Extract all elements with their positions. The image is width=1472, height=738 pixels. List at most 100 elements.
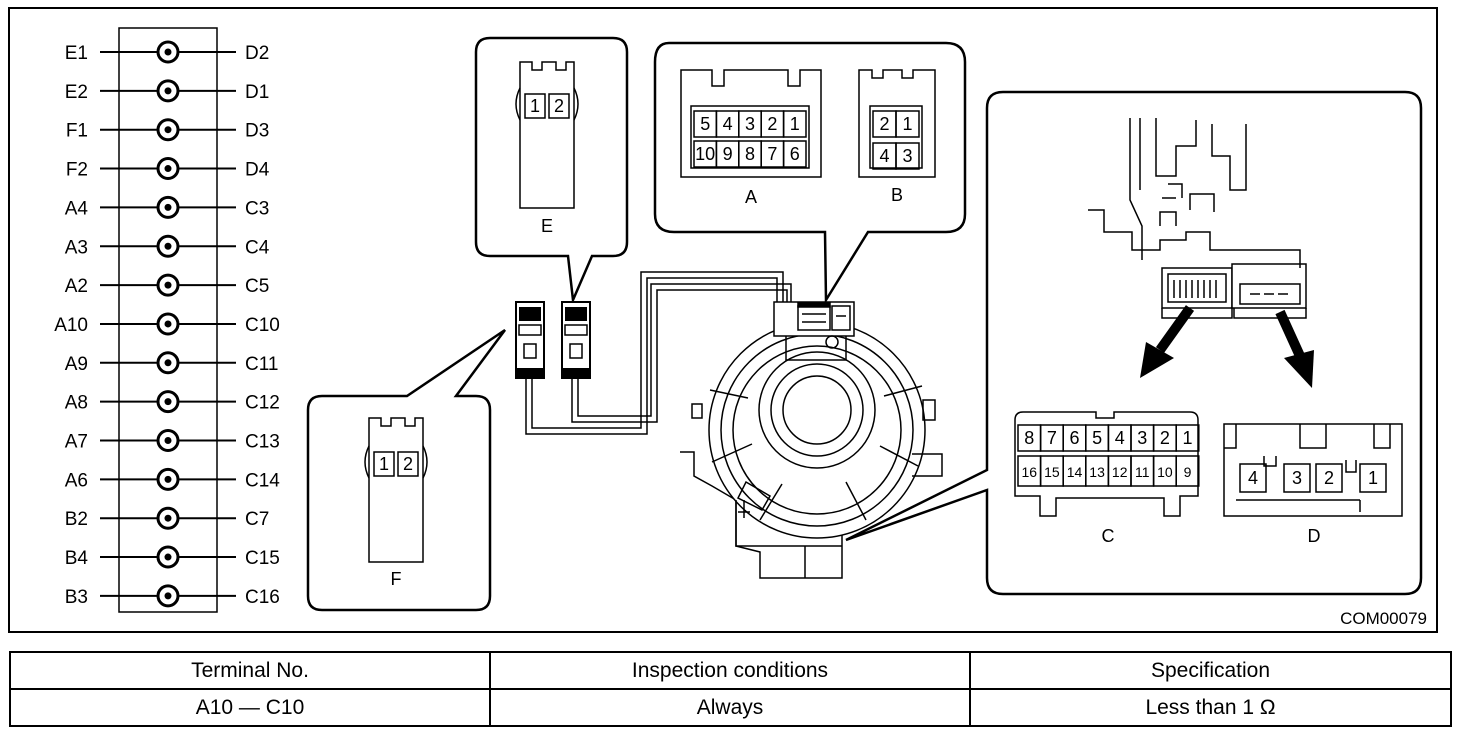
pin-number: 1 [790,114,800,134]
arrow-to-connector-d [1275,309,1314,388]
pin-cell [1175,455,1200,487]
pin-number: 8 [745,144,755,164]
pin-number: 11 [1135,464,1150,480]
terminal-left-label: A6 [65,470,88,491]
pin-number: 8 [1024,428,1034,448]
pin-cell [1359,463,1387,493]
terminal-right-label: C4 [245,237,270,258]
pin-number: 9 [723,144,733,164]
continuity-row: A8 C12 [65,390,280,414]
pin-cell [548,93,570,119]
terminal-left-label: E2 [65,82,88,103]
connector-b-housing [858,69,936,178]
cell-inspection-conditions: Always [489,688,971,727]
pin-cell [782,110,807,138]
pin-number: 2 [554,96,564,116]
pin-number: 4 [723,114,733,134]
arrow-to-connector-c [1140,305,1195,378]
connector-d-housing [1223,423,1403,517]
terminal-right-label: C10 [245,315,280,336]
pin-number: 4 [1248,468,1258,488]
terminal-right-label: C7 [245,509,269,530]
pin-cell [895,142,920,170]
pin-cell [524,93,546,119]
continuity-row: A7 C13 [65,429,280,453]
terminal-right-label: D2 [245,43,269,64]
pin-cell [397,451,419,477]
terminal-right-label: C13 [245,432,280,453]
terminal-right-label: C12 [245,393,280,414]
cell-specification: Less than 1 Ω [969,688,1452,727]
connector-f-housing [368,417,424,563]
pin-cell [373,451,395,477]
terminal-left-label: A4 [65,198,89,219]
pin-number: 4 [1115,428,1125,448]
terminal-right-label: C16 [245,587,280,608]
connector-d-label: D [1308,526,1321,546]
pin-cell [1283,463,1311,493]
pin-number: 10 [695,144,715,164]
pin-number: 2 [879,114,889,134]
pin-number: 16 [1022,464,1038,480]
pin-number: 9 [1184,464,1192,480]
pin-cell [895,110,920,138]
pin-number: 3 [745,114,755,134]
pin-number: 1 [530,96,540,116]
pin-number: 3 [1137,428,1147,448]
connector-e-label: E [541,216,553,236]
header-specification: Specification [969,651,1452,690]
pin-number: 1 [902,114,912,134]
terminal-right-label: C11 [245,354,278,375]
pin-cell [782,140,807,168]
terminal-left-label: A9 [65,354,88,375]
pin-number: 5 [1092,428,1102,448]
chart-panel [118,27,218,613]
terminal-left-label: A3 [65,237,88,258]
terminal-left-label: B4 [65,548,89,569]
pin-number: 1 [1368,468,1378,488]
connector-c-housing [1014,411,1199,517]
pin-number: 2 [1160,428,1170,448]
pin-number: 13 [1089,464,1105,480]
terminal-left-label: E1 [65,43,88,64]
terminal-left-label: F1 [66,121,88,142]
pin-number: 4 [879,146,889,166]
terminal-left-label: A7 [65,432,88,453]
terminal-right-label: C3 [245,198,269,219]
pin-number: 1 [1182,428,1192,448]
pin-cell [1175,424,1200,452]
continuity-row: A4 C3 [65,195,269,219]
terminal-left-label: F2 [66,160,88,181]
terminal-right-label: D3 [245,121,269,142]
terminal-left-label: B3 [65,587,88,608]
clock-spring-illustration [680,301,943,579]
pin-number: 12 [1112,464,1128,480]
pin-number: 5 [700,114,710,134]
connector-f-label: F [391,569,402,589]
pin-number: 3 [902,146,912,166]
continuity-row: B3 C16 [65,584,280,608]
continuity-row: A6 C14 [65,467,280,491]
terminal-left-label: A8 [65,393,88,414]
terminal-right-label: C5 [245,276,269,297]
continuity-row: B4 C15 [65,545,280,569]
terminal-right-label: C14 [245,470,280,491]
pin-cell [1239,463,1267,493]
cell-terminal-no: A10 — C10 [9,688,491,727]
wire-harness [525,271,792,435]
figure-frame [8,7,1438,633]
pin-number: 2 [1324,468,1334,488]
header-inspection-conditions: Inspection conditions [489,651,971,690]
inspection-table: Terminal No. Inspection conditions Speci… [9,651,1452,727]
terminal-right-label: C15 [245,548,280,569]
